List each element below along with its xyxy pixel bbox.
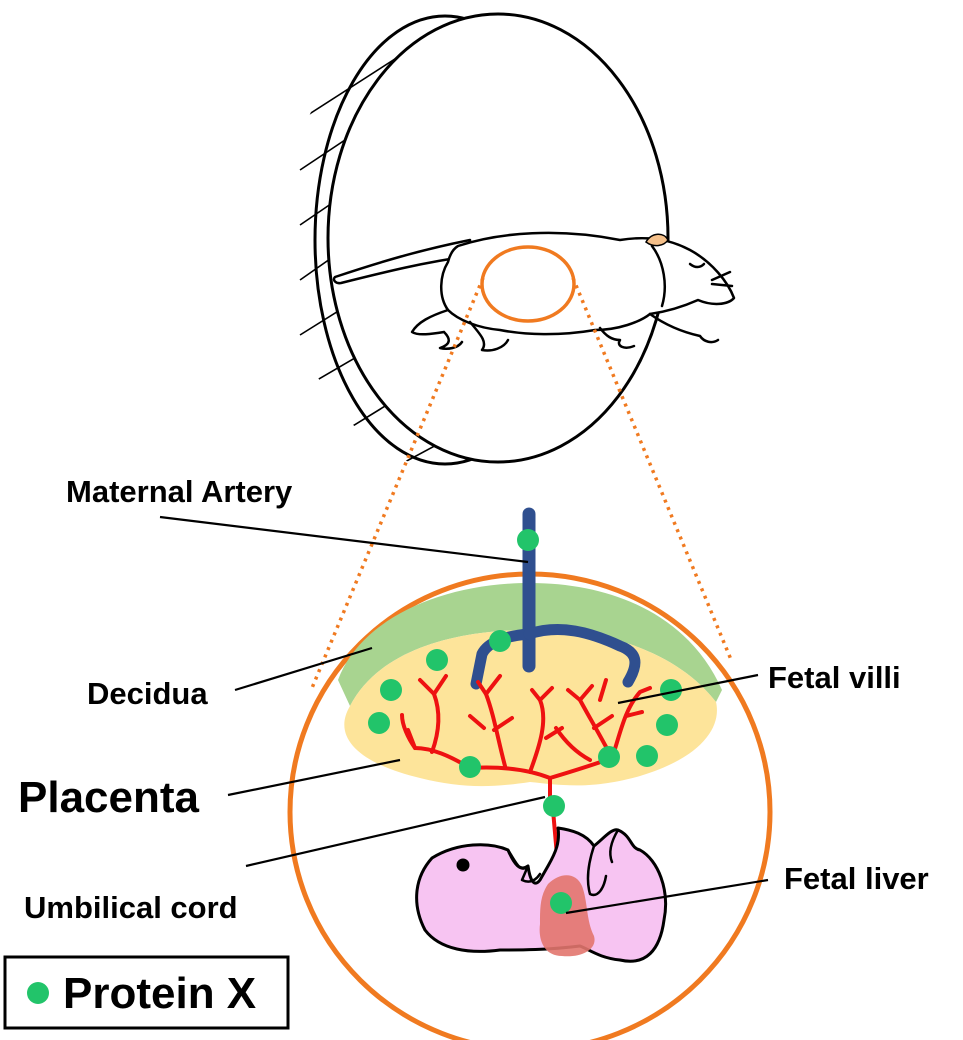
label-fetal-liver: Fetal liver xyxy=(784,861,929,896)
protein-dot-placenta-5 xyxy=(598,746,620,768)
protein-dot-placenta-1 xyxy=(426,649,448,671)
leader-maternal-artery xyxy=(160,517,528,562)
rat-foreleg-2 xyxy=(650,314,718,342)
label-umbilical-cord: Umbilical cord xyxy=(24,890,238,925)
protein-dot-placenta-2 xyxy=(380,679,402,701)
protein-dot-placenta-6 xyxy=(636,745,658,767)
protein-dot-fetal-liver xyxy=(550,892,572,914)
protein-dot-placenta-4 xyxy=(459,756,481,778)
zoomed-view xyxy=(290,514,770,1040)
protein-dot-maternal-artery xyxy=(517,529,539,551)
protein-dot-placenta-3 xyxy=(368,712,390,734)
legend-label: Protein X xyxy=(63,969,256,1018)
label-decidua: Decidua xyxy=(87,676,208,711)
label-fetal-villi: Fetal villi xyxy=(768,660,901,695)
label-placenta: Placenta xyxy=(18,773,200,822)
protein-dot-placenta-7 xyxy=(656,714,678,736)
fetus-eye xyxy=(457,859,470,872)
legend-protein-dot xyxy=(27,982,49,1004)
label-maternal-artery: Maternal Artery xyxy=(66,474,293,509)
protein-dot-artery-branch xyxy=(489,630,511,652)
rat-body xyxy=(441,233,734,334)
protein-dot-umbilical-cord xyxy=(543,795,565,817)
legend: Protein X xyxy=(5,957,288,1028)
